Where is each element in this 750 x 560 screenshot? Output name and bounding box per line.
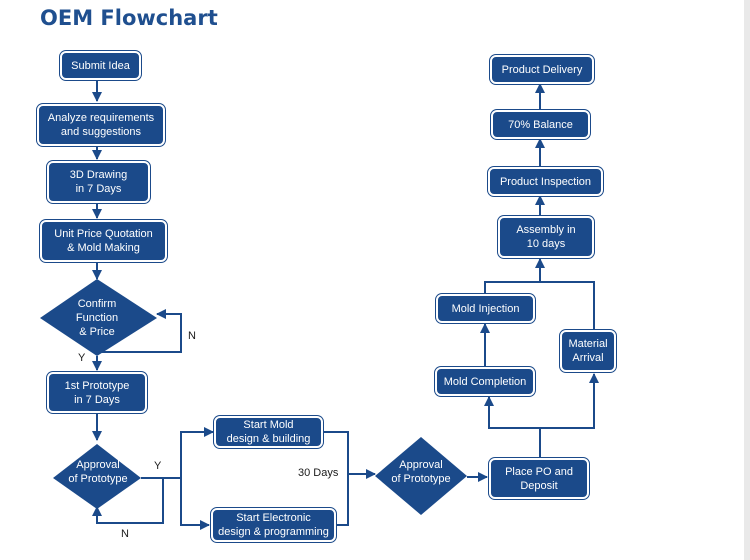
node-first-prototype: 1st Prototype in 7 Days — [47, 372, 147, 413]
node-70-balance: 70% Balance — [491, 110, 590, 139]
decision-approval-1-label: Approval of Prototype — [68, 459, 128, 485]
page-title: OEM Flowchart — [40, 6, 218, 30]
node-start-mold-design: Start Mold design & building — [214, 416, 323, 448]
node-submit-idea: Submit Idea — [60, 51, 141, 80]
node-start-electronic-design: Start Electronic design & programming — [211, 508, 336, 542]
node-3d-drawing: 3D Drawing in 7 Days — [47, 161, 150, 203]
decision-confirm-label: Confirm Function & Price — [75, 298, 119, 338]
node-product-inspection: Product Inspection — [488, 167, 603, 196]
arrow-po-to-material — [540, 373, 599, 429]
node-mold-completion: Mold Completion — [435, 367, 535, 396]
diamond-confirm — [40, 279, 157, 356]
node-place-po: Place PO and Deposit — [489, 458, 589, 499]
label-approval-no: N — [121, 528, 129, 540]
arrow-mold-to-approval2 — [323, 431, 376, 479]
arrow-electronic-to-approval2 — [336, 474, 349, 526]
decision-approval-2-label: Approval of Prototype — [391, 459, 451, 485]
node-assembly: Assembly in 10 days — [498, 216, 594, 258]
diamond-approval-2 — [375, 437, 467, 515]
node-unit-price-quotation: Unit Price Quotation & Mold Making — [40, 220, 167, 262]
right-edge-strip — [744, 0, 750, 560]
node-mold-injection: Mold Injection — [436, 294, 535, 323]
arrow-po-to-completion — [484, 396, 541, 458]
label-approval-yes: Y — [154, 460, 162, 472]
arrow-approval-to-mold — [141, 427, 214, 479]
label-confirm-yes: Y — [78, 352, 86, 364]
arrow-injection-to-assembly — [484, 281, 540, 296]
label-30-days: 30 Days — [298, 467, 339, 479]
node-product-delivery: Product Delivery — [490, 55, 594, 84]
arrow-approval-to-electronic — [180, 478, 210, 530]
arrow-material-to-assembly — [535, 258, 595, 329]
label-confirm-no: N — [188, 330, 196, 342]
node-material-arrival: Material Arrival — [560, 330, 616, 372]
loop-confirm-no — [97, 309, 182, 353]
diamond-approval-1 — [53, 444, 141, 509]
node-analyze-requirements: Analyze requirements and suggestions — [37, 104, 165, 146]
